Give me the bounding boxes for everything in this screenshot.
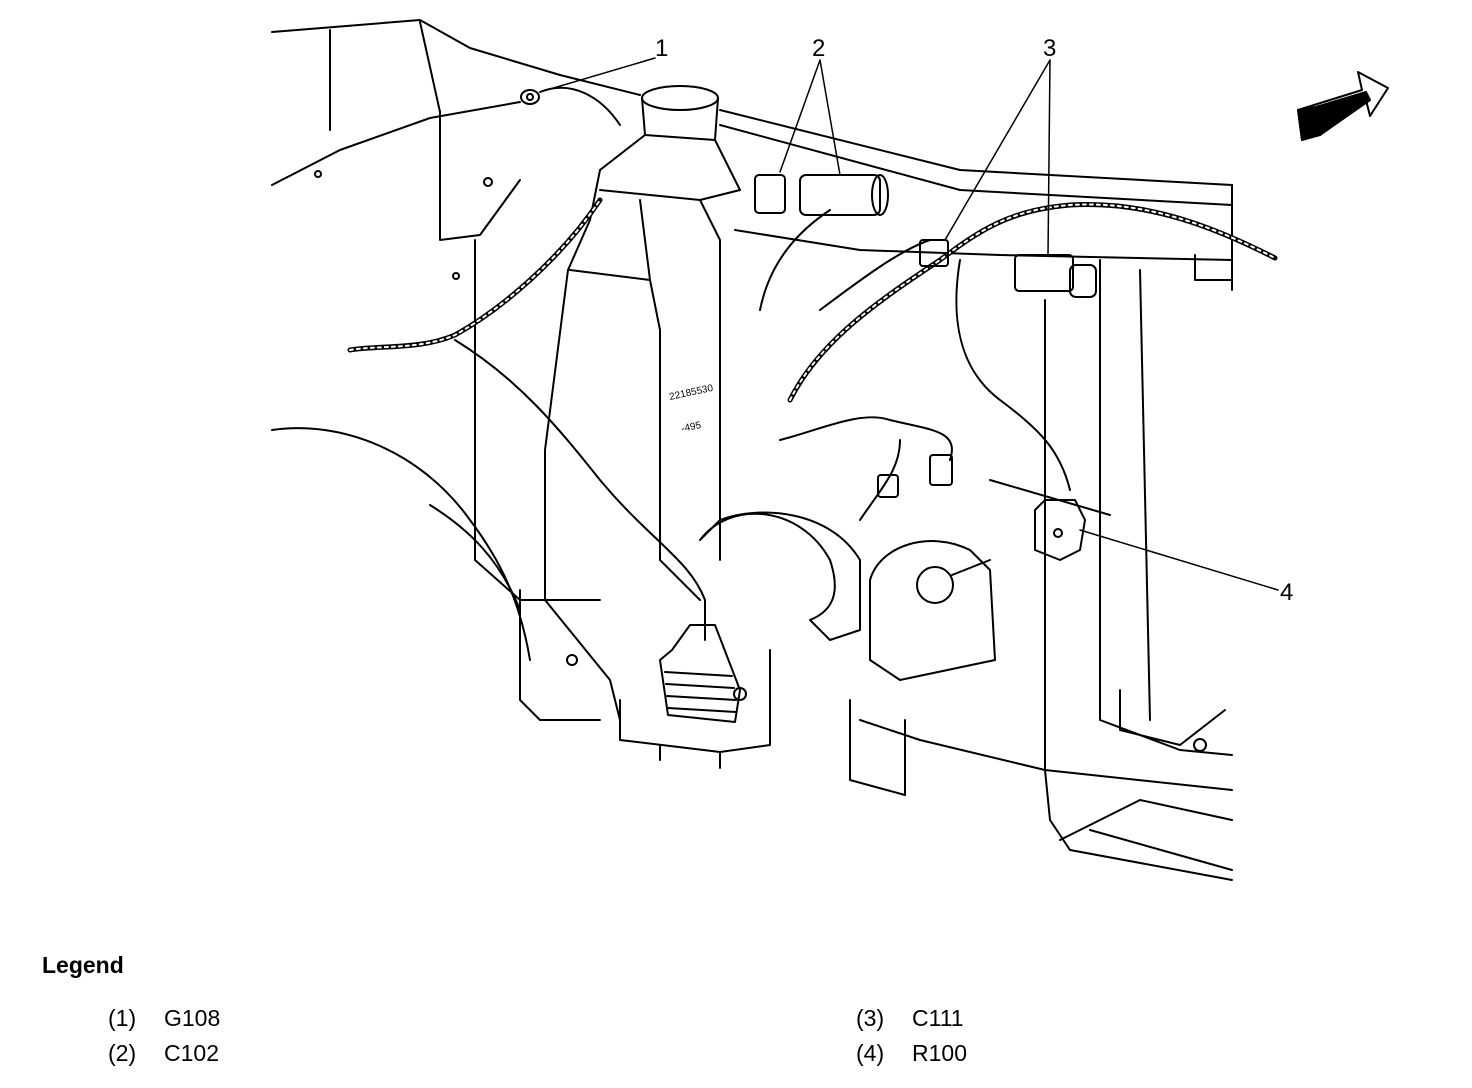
reservoir-label: 22185530 (668, 383, 714, 403)
wiring-harness (347, 197, 1278, 641)
radiator-support (849, 254, 1233, 881)
legend-item: (4) R100 (856, 1040, 967, 1067)
legend-item-number: (2) (108, 1040, 137, 1066)
callout-3: 3 (1043, 35, 1056, 62)
legend-item-code: C111 (912, 1005, 964, 1031)
legend-item-number: (1) (108, 1005, 137, 1031)
upper-tie-bar (719, 109, 1233, 291)
fender-panel (271, 19, 641, 721)
component-location-diagram: 22185530 -495 1 2 3 4 (271, 19, 1389, 881)
forward-arrow-icon (1297, 71, 1389, 141)
horns (699, 511, 996, 681)
legend-title: Legend (42, 952, 124, 978)
resistor-r100 (989, 479, 1111, 561)
legend-item: (1) G108 (108, 1005, 220, 1032)
legend-item-number: (3) (856, 1005, 885, 1031)
callout-4: 4 (1280, 579, 1293, 606)
connectors (754, 174, 1097, 498)
callout-1: 1 (655, 35, 668, 62)
washer-pump (659, 624, 747, 723)
washer-fluid-reservoir (544, 85, 771, 769)
legend-item-code: R100 (912, 1040, 967, 1066)
legend-item-code: C102 (164, 1040, 219, 1066)
ground-g108 (520, 86, 621, 126)
legend-item-number: (4) (856, 1040, 885, 1066)
legend-item: (2) C102 (108, 1040, 219, 1067)
callout-2: 2 (812, 35, 825, 62)
legend-item: (3) C111 (856, 1005, 964, 1032)
leader-lines (539, 57, 1279, 591)
reservoir-sublabel: -495 (680, 420, 702, 435)
legend-item-code: G108 (164, 1005, 221, 1031)
